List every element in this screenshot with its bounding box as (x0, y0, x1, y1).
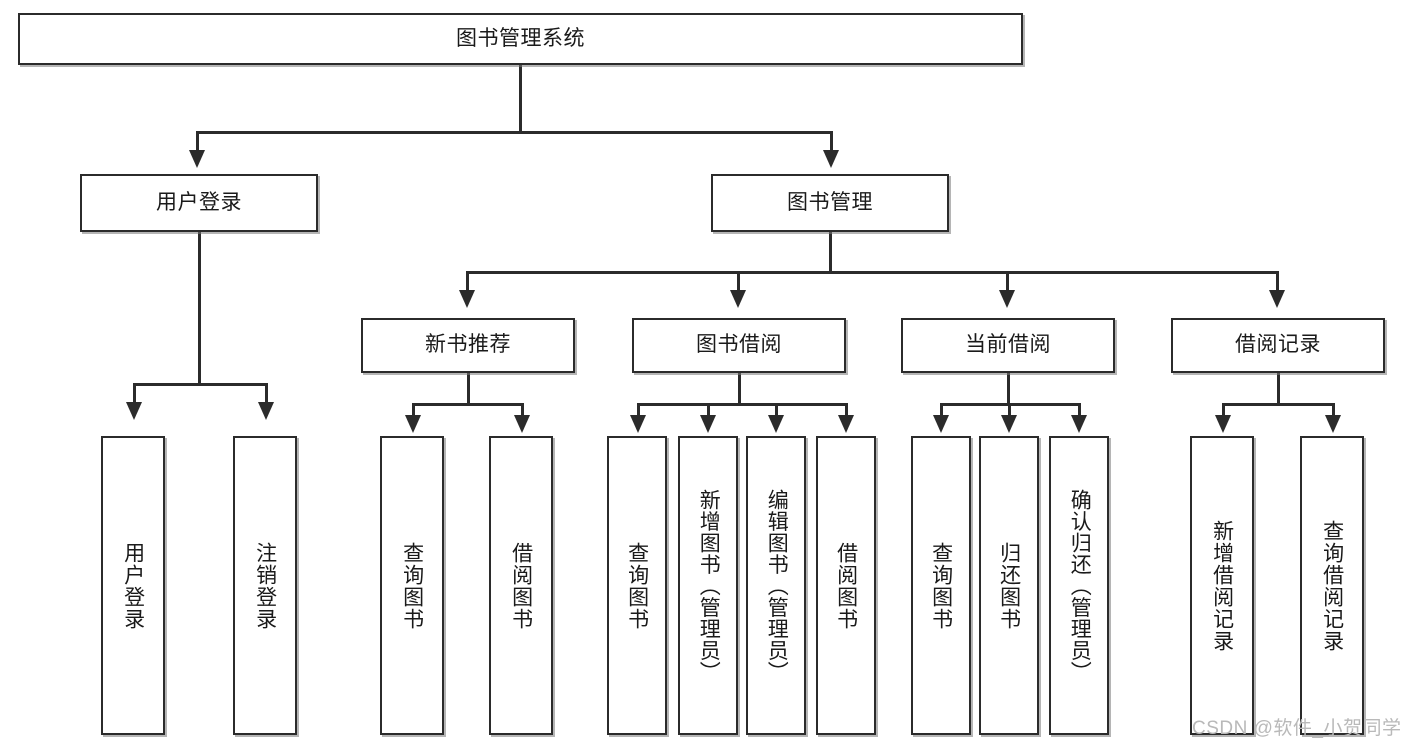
leaf-return-book-label: 归还图书 (997, 541, 1021, 630)
node-book-manage[interactable]: 图书管理 (711, 174, 949, 232)
arrow-book-manage-to-new-book (459, 290, 475, 308)
arrow-current-borrow-leaf-2 (1001, 415, 1017, 433)
leaf-user-login[interactable]: 用户登录 (101, 436, 165, 735)
arrow-book-manage-to-borrow-record (1269, 290, 1285, 308)
node-user-login-label: 用户登录 (156, 190, 242, 214)
node-current-borrow[interactable]: 当前借阅 (901, 318, 1115, 373)
leaf-query-book-3-label: 查询图书 (929, 541, 953, 630)
connector-current-borrow-drop-3 (1078, 403, 1081, 419)
node-book-borrow-label: 图书借阅 (696, 333, 782, 357)
arrow-book-borrow-leaf-1 (630, 415, 646, 433)
leaf-logout-label: 注销登录 (253, 541, 277, 630)
connector-new-book-drop-2 (521, 403, 524, 419)
leaf-add-record-label: 新增借阅记录 (1210, 519, 1234, 652)
arrow-current-borrow-leaf-1 (933, 415, 949, 433)
connector-book-borrow-bus (637, 403, 848, 406)
arrow-new-book-leaf-2 (514, 415, 530, 433)
connector-new-book-bus (412, 403, 524, 406)
leaf-confirm-return[interactable]: 确认归还（管理员） (1049, 436, 1109, 735)
leaf-query-book-2-label: 查询图书 (625, 541, 649, 630)
leaf-borrow-book-1[interactable]: 借阅图书 (489, 436, 553, 735)
csdn-watermark: CSDN @软件_小贺同学 (1192, 718, 1402, 739)
connector-root-bus (196, 131, 833, 134)
node-book-borrow[interactable]: 图书借阅 (632, 318, 846, 373)
node-new-book-recommend-label: 新书推荐 (425, 333, 511, 357)
leaf-borrow-book-1-label: 借阅图书 (509, 541, 533, 630)
connector-book-manage-drop-2 (737, 271, 740, 293)
arrow-root-to-book-manage (823, 150, 839, 168)
node-current-borrow-label: 当前借阅 (965, 333, 1051, 357)
leaf-borrow-book-2-label: 借阅图书 (834, 541, 858, 630)
arrow-root-to-user-login (189, 150, 205, 168)
connector-book-manage-bus (466, 271, 1279, 274)
node-user-login[interactable]: 用户登录 (80, 174, 318, 232)
connector-borrow-record-drop-1 (1222, 403, 1225, 419)
arrow-book-manage-to-book-borrow (730, 290, 746, 308)
leaf-query-book-1[interactable]: 查询图书 (380, 436, 444, 735)
arrow-user-login-leaf-2 (258, 402, 274, 420)
leaf-query-record-label: 查询借阅记录 (1320, 519, 1344, 652)
arrow-current-borrow-leaf-3 (1071, 415, 1087, 433)
leaf-confirm-return-label: 确认归还（管理员） (1068, 488, 1092, 683)
connector-book-borrow-drop-4 (845, 403, 848, 419)
connector-book-borrow-drop-1 (637, 403, 640, 419)
node-root-label: 图书管理系统 (456, 26, 585, 50)
connector-book-borrow-stem (738, 373, 741, 405)
connector-new-book-drop-1 (412, 403, 415, 419)
connector-book-borrow-drop-3 (775, 403, 778, 419)
connector-book-manage-drop-3 (1006, 271, 1009, 293)
connector-book-manage-drop-4 (1276, 271, 1279, 293)
connector-root-stem (519, 65, 522, 131)
node-new-book-recommend[interactable]: 新书推荐 (361, 318, 575, 373)
arrow-borrow-record-leaf-1 (1215, 415, 1231, 433)
leaf-edit-book[interactable]: 编辑图书（管理员） (746, 436, 806, 735)
connector-current-borrow-drop-2 (1008, 403, 1011, 419)
connector-book-manage-drop-1 (466, 271, 469, 293)
node-root[interactable]: 图书管理系统 (18, 13, 1023, 65)
node-borrow-record[interactable]: 借阅记录 (1171, 318, 1385, 373)
connector-root-to-user-login (196, 131, 199, 153)
connector-borrow-record-stem (1277, 373, 1280, 405)
arrow-book-borrow-leaf-3 (768, 415, 784, 433)
node-book-manage-label: 图书管理 (787, 190, 873, 214)
connector-book-borrow-drop-2 (707, 403, 710, 419)
node-borrow-record-label: 借阅记录 (1235, 333, 1321, 357)
arrow-book-borrow-leaf-4 (838, 415, 854, 433)
leaf-user-login-label: 用户登录 (121, 541, 145, 630)
arrow-book-manage-to-current-borrow (999, 290, 1015, 308)
leaf-query-book-3[interactable]: 查询图书 (911, 436, 971, 735)
leaf-add-book[interactable]: 新增图书（管理员） (678, 436, 738, 735)
leaf-add-record[interactable]: 新增借阅记录 (1190, 436, 1254, 735)
connector-borrow-record-bus (1222, 403, 1335, 406)
leaf-logout[interactable]: 注销登录 (233, 436, 297, 735)
connector-user-login-bus (133, 383, 267, 386)
connector-user-login-stem (198, 232, 201, 383)
connector-user-login-drop-1 (133, 383, 136, 405)
connector-root-to-book-manage (830, 131, 833, 153)
leaf-query-record[interactable]: 查询借阅记录 (1300, 436, 1364, 735)
connector-user-login-drop-2 (265, 383, 268, 405)
leaf-return-book[interactable]: 归还图书 (979, 436, 1039, 735)
leaf-query-book-1-label: 查询图书 (400, 541, 424, 630)
arrow-new-book-leaf-1 (405, 415, 421, 433)
leaf-borrow-book-2[interactable]: 借阅图书 (816, 436, 876, 735)
connector-current-borrow-stem (1007, 373, 1010, 405)
arrow-user-login-leaf-1 (126, 402, 142, 420)
connector-book-manage-stem (829, 232, 832, 271)
leaf-edit-book-label: 编辑图书（管理员） (765, 488, 789, 683)
connector-borrow-record-drop-2 (1332, 403, 1335, 419)
leaf-query-book-2[interactable]: 查询图书 (607, 436, 667, 735)
connector-new-book-stem (467, 373, 470, 405)
arrow-borrow-record-leaf-2 (1325, 415, 1341, 433)
arrow-book-borrow-leaf-2 (700, 415, 716, 433)
leaf-add-book-label: 新增图书（管理员） (697, 488, 721, 683)
connector-current-borrow-drop-1 (940, 403, 943, 419)
